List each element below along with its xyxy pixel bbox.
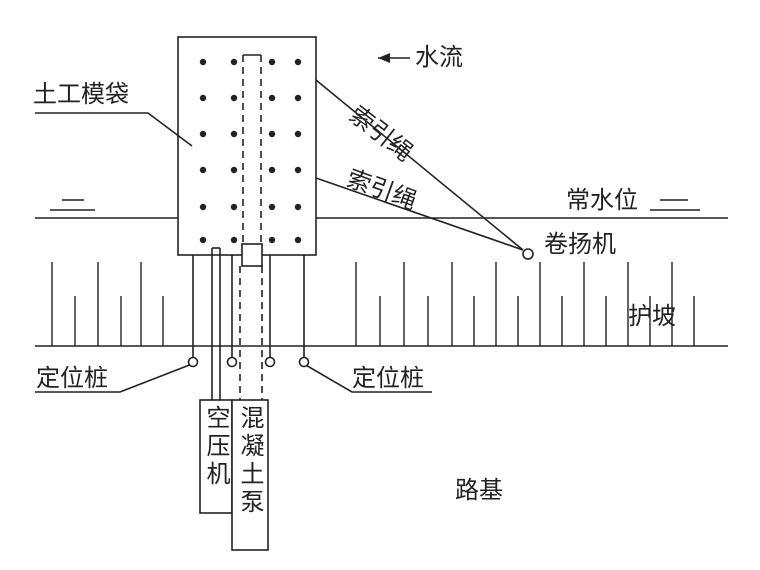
grout-hole-dot — [199, 203, 207, 211]
grout-hole-dot — [268, 58, 276, 66]
slope-protection-label: 护坡 — [628, 302, 676, 330]
roadbed-label: 路基 — [455, 476, 503, 504]
winch-label: 卷扬机 — [544, 230, 616, 258]
grout-hole-dot — [230, 166, 238, 174]
grout-hole-dot — [294, 203, 302, 211]
slope-ticks — [51, 262, 695, 346]
grout-hole-dot — [268, 94, 276, 102]
positioning-piles — [187, 255, 310, 368]
rope-lower-line — [315, 177, 524, 251]
pile-leader-right — [303, 363, 432, 393]
grout-hole-dot — [294, 130, 302, 138]
grout-hole-dot — [294, 94, 302, 102]
winch-circle — [522, 248, 534, 260]
grout-hole-dot — [268, 166, 276, 174]
pile-head — [187, 356, 199, 368]
grout-hole-dot — [230, 58, 238, 66]
grout-hole-dot — [268, 130, 276, 138]
pump-outlet — [241, 243, 263, 267]
pile-head — [226, 356, 238, 368]
pile-leader-left — [35, 363, 193, 393]
grout-hole-dot — [230, 130, 238, 138]
grout-hole-dot — [199, 130, 207, 138]
water-flow-label: 水流 — [415, 43, 463, 71]
geobag-label: 土工模袋 — [33, 80, 129, 108]
grout-hole-dot — [294, 166, 302, 174]
grout-hole-dot — [199, 166, 207, 174]
concrete-pump-box — [231, 399, 269, 551]
grout-holes — [199, 58, 302, 244]
pile-head — [298, 356, 310, 368]
grout-hole-dot — [294, 236, 302, 244]
normal-water-level-label: 常水位 — [566, 186, 638, 214]
geobag-rect — [177, 36, 317, 256]
grout-hole-dot — [268, 236, 276, 244]
grout-hole-dot — [268, 203, 276, 211]
water-flow-arrowhead — [378, 53, 390, 63]
grout-hole-dot — [294, 58, 302, 66]
positioning-pile-right-label: 定位桩 — [352, 364, 424, 392]
air-compressor-label: 空压机 — [202, 405, 230, 489]
geobag-leader — [35, 112, 193, 147]
pile-head — [264, 356, 276, 368]
grout-hole-dot — [199, 94, 207, 102]
grout-hole-dot — [230, 203, 238, 211]
concrete-pump-label: 混凝土泵 — [236, 405, 264, 517]
positioning-pile-left-label: 定位桩 — [36, 364, 108, 392]
grout-hole-dot — [199, 58, 207, 66]
grout-hole-dot — [230, 236, 238, 244]
grout-hole-dot — [199, 236, 207, 244]
grout-hole-dot — [230, 94, 238, 102]
rope-upper-line — [315, 79, 524, 251]
